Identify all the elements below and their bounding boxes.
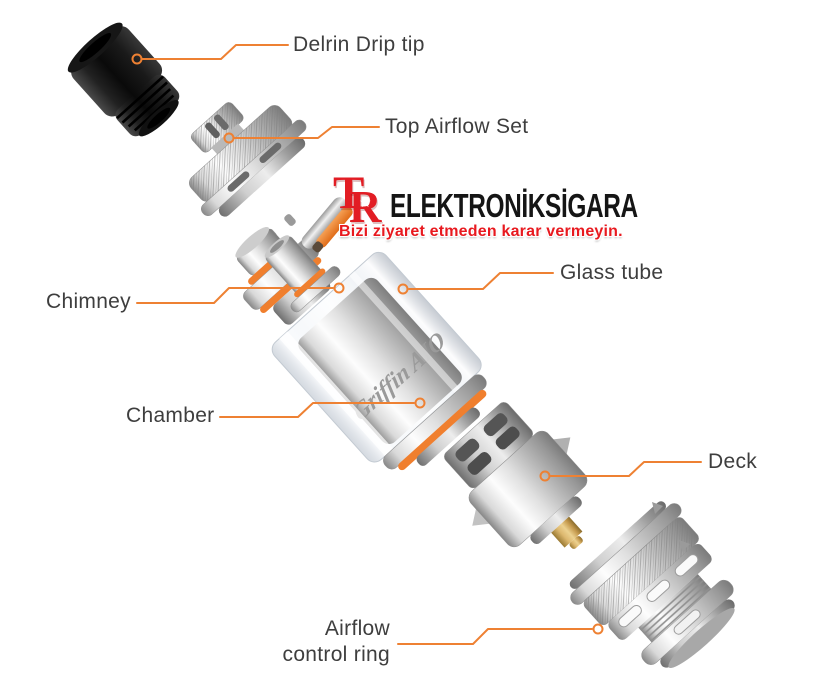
leader-line <box>397 628 593 645</box>
label-glass-tube: Glass tube <box>560 261 664 284</box>
star-icon: ★ <box>359 195 372 211</box>
leader-dot <box>223 132 235 144</box>
leader-dot <box>397 283 409 295</box>
leader-line <box>219 402 415 418</box>
drip-tip-part <box>67 22 180 137</box>
leader-line <box>550 461 702 477</box>
leader-line <box>141 44 289 60</box>
positive-pin <box>551 516 583 548</box>
logo-letter-r: R <box>349 182 382 232</box>
leader-lines <box>131 44 702 645</box>
label-airflow-control-ring: Airflow control ring <box>238 616 390 668</box>
glass-assembly-part: Griffin AIO <box>264 235 487 471</box>
airflow-control-ring-part <box>569 501 735 669</box>
brand-logo: T R ★ ELEKTRONİKSİGARA Bizi ziyaret etme… <box>298 170 673 252</box>
label-airflow-line2: control ring <box>282 643 390 666</box>
leader-line <box>233 126 380 139</box>
deck-part <box>444 402 588 549</box>
brand-tagline: Bizi ziyaret etmeden karar vermeyin. <box>339 223 623 240</box>
leader-dot <box>333 282 345 294</box>
oring <box>398 389 487 471</box>
leader-dot <box>539 470 551 482</box>
chamber-body <box>298 277 462 445</box>
brand-name: ELEKTRONİKSİGARA <box>390 187 638 224</box>
label-airflow-line1: Airflow <box>324 617 390 640</box>
top-airflow-set-part <box>189 102 307 217</box>
leader-dot <box>592 623 604 635</box>
leader-dot <box>131 53 143 65</box>
leader-line <box>408 272 554 290</box>
oring <box>294 268 326 298</box>
leader-line <box>136 287 334 304</box>
leader-dot <box>414 397 426 409</box>
tr-logo-mark: T R ★ <box>333 170 393 232</box>
label-chimney: Chimney <box>46 290 131 313</box>
label-top-airflow-set: Top Airflow Set <box>385 115 529 138</box>
spare-part <box>652 502 690 552</box>
label-deck: Deck <box>708 450 758 473</box>
label-chamber: Chamber <box>126 404 215 427</box>
label-delrin-drip-tip: Delrin Drip tip <box>293 33 425 56</box>
logo-letter-t: T <box>333 167 365 219</box>
